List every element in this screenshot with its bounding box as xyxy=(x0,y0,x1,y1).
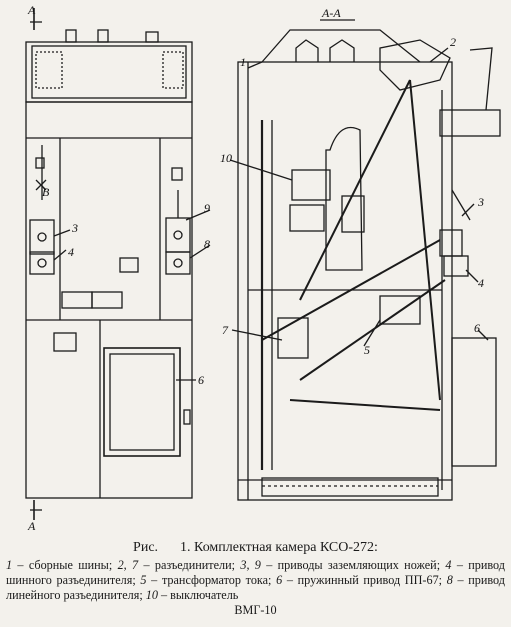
callout-6-front: 6 xyxy=(198,373,204,387)
caption-legend: 1 – сборные шины; 2, 7 – разъединители; … xyxy=(6,558,505,603)
legend-num: 8 xyxy=(446,573,453,587)
callout-5: 5 xyxy=(364,343,370,357)
legend-text: – разъединители; xyxy=(138,558,241,572)
legend-text: – сборные шины; xyxy=(12,558,118,572)
callout-1: 1 xyxy=(240,55,246,69)
callout-3: 3 xyxy=(477,195,484,209)
legend-text: – привод шинного разъединителя; xyxy=(6,558,505,587)
caption-tail: ВМГ-10 xyxy=(234,603,277,617)
legend-text: – трансформатор тока; xyxy=(146,573,277,587)
callout-9: 9 xyxy=(204,201,210,215)
section-mark-top: А xyxy=(27,3,36,17)
kso-272-drawing: B xyxy=(25,3,501,533)
legend-text: – пружинный привод ПП-67; xyxy=(282,573,447,587)
callout-4: 4 xyxy=(478,276,484,290)
caption-prefix: Рис. xyxy=(133,540,159,555)
legend-num: 5 xyxy=(140,573,147,587)
callout-10: 10 xyxy=(220,151,232,165)
callout-8: 8 xyxy=(204,237,210,251)
legend-num: 3, 9 xyxy=(240,558,261,572)
section-mark-bottom: А xyxy=(27,519,36,533)
callout-6: 6 xyxy=(474,321,480,335)
legend-text: – выключатель xyxy=(157,588,239,602)
legend-num: 6 xyxy=(276,573,283,587)
legend-num: 4 xyxy=(445,558,452,572)
legend-num: 1 xyxy=(6,558,13,572)
callout-7: 7 xyxy=(222,323,229,337)
callout-2: 2 xyxy=(450,35,456,49)
legend-num: 2, 7 xyxy=(117,558,139,572)
callout-3-front: 3 xyxy=(71,221,78,235)
front-view: B xyxy=(25,8,193,520)
legend-text: – привод линейного разъединителя; xyxy=(6,573,505,602)
legend-text: – приводы заземляющих ножей; xyxy=(260,558,446,572)
callout-4-front: 4 xyxy=(68,245,74,259)
section-view xyxy=(237,19,501,501)
figure-caption: Рис. 1. Комплектная камера КСО-272: 1 – с… xyxy=(6,540,505,618)
caption-title: Рис. 1. Комплектная камера КСО-272: xyxy=(6,540,505,555)
svg-text:B: B xyxy=(42,185,50,199)
section-title: А-А xyxy=(321,6,341,20)
legend-num: 10 xyxy=(145,588,158,602)
caption-title-text: 1. Комплектная камера КСО-272: xyxy=(180,540,378,555)
